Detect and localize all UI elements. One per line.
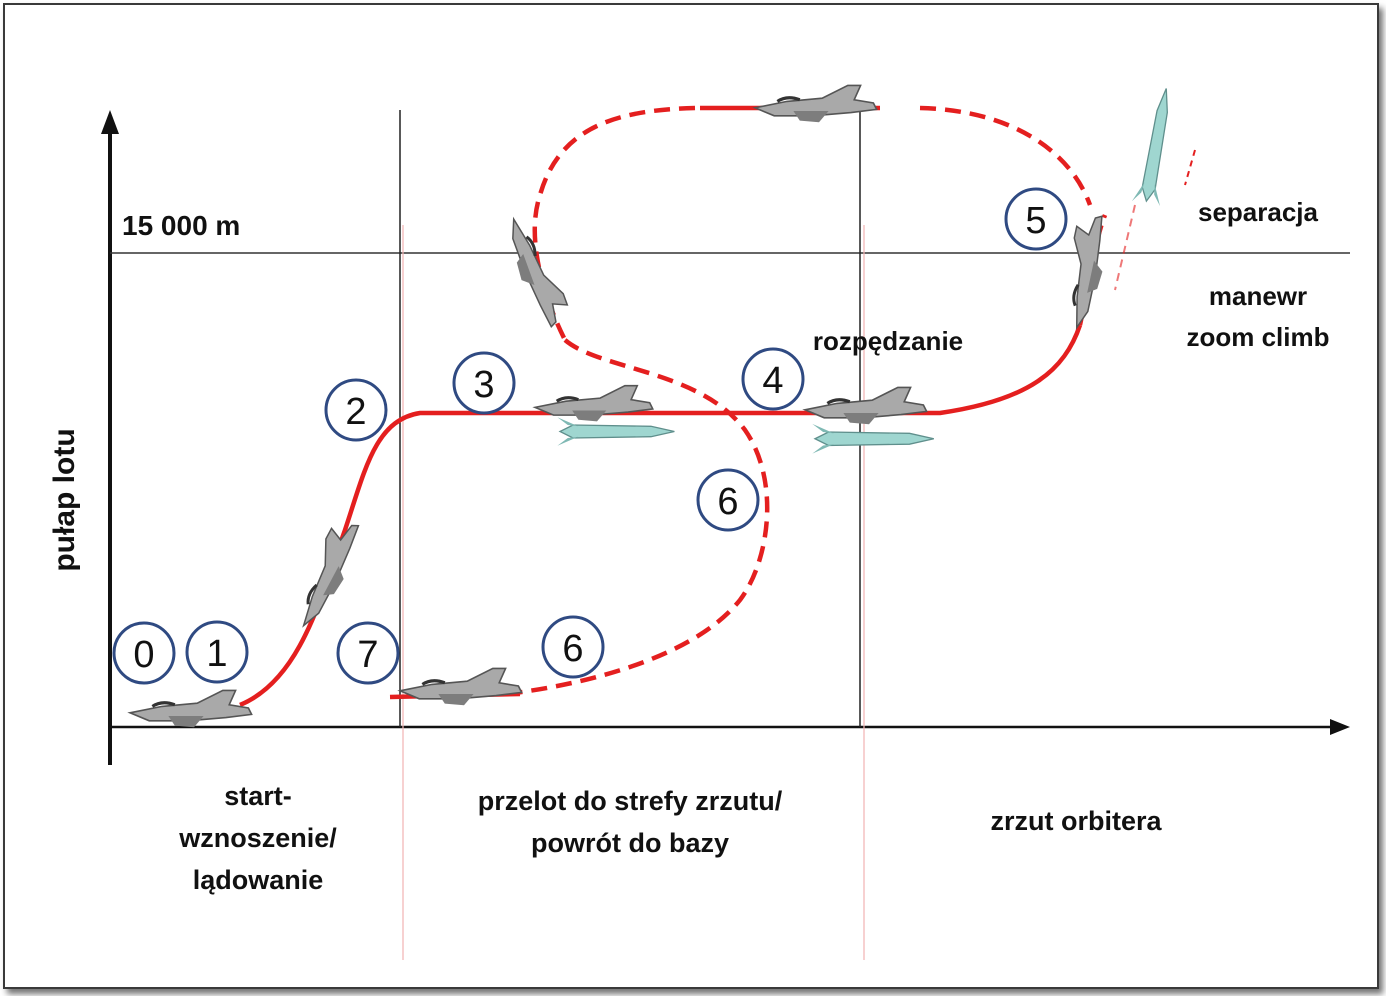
aircraft-icon (128, 688, 254, 729)
y-axis-label: pułap lotu (48, 428, 81, 571)
aircraft-icon (753, 83, 879, 124)
vehicles (128, 83, 1196, 729)
zoom-climb-label-line1: manewr (1209, 281, 1307, 311)
aircraft-icon (283, 513, 371, 634)
path-outbound (239, 324, 1083, 708)
step-label: 6 (717, 481, 738, 523)
step-label: 2 (345, 391, 366, 433)
path-return (514, 338, 770, 696)
step-label: 6 (562, 628, 583, 670)
orbiter-icon (556, 416, 676, 447)
separation-trace (1114, 204, 1136, 291)
step-3: 3 (452, 351, 516, 415)
zoom-climb-label-line2: zoom climb (1186, 322, 1329, 352)
aircraft-icon (803, 385, 929, 426)
step-label: 1 (206, 633, 227, 675)
y-axis-arrow-icon (101, 110, 119, 134)
step-2: 2 (324, 378, 388, 442)
separation-trace (1184, 149, 1196, 186)
path-top-right (919, 105, 1093, 206)
phase1-label-line2: wznoszenie/ (178, 823, 337, 853)
aircraft-icon (533, 384, 655, 423)
axes (101, 110, 1350, 960)
separation-label: separacja (1198, 197, 1319, 227)
step-4: 4 (741, 347, 805, 411)
labels: 15 000 m pułap lotu start- wznoszenie/ l… (48, 197, 1330, 895)
step-0: 0 (112, 621, 176, 685)
step-label: 0 (133, 634, 154, 676)
x-axis-arrow-icon (1330, 719, 1350, 735)
phase1-label-line3: lądowanie (193, 865, 324, 895)
step-5: 5 (1004, 187, 1068, 251)
step-1: 1 (185, 620, 249, 684)
phase2-label-line1: przelot do strefy zrzutu/ (478, 786, 783, 816)
acceleration-label: rozpędzanie (813, 326, 963, 356)
step-label: 7 (357, 634, 378, 676)
step-6-upper: 6 (696, 468, 760, 532)
step-7: 7 (336, 621, 400, 685)
orbiter-icon (1131, 85, 1181, 207)
altitude-label: 15 000 m (122, 210, 240, 241)
orbiter-icon (811, 423, 935, 455)
aircraft-icon (398, 666, 524, 707)
step-label: 5 (1025, 200, 1046, 242)
step-markers: 0 1 2 3 4 5 6 6 (112, 187, 1068, 685)
path-top-left (532, 105, 696, 342)
phase3-label: zrzut orbitera (990, 806, 1162, 836)
step-label: 3 (473, 364, 494, 406)
phase1-label-line1: start- (224, 781, 292, 811)
step-label: 4 (762, 360, 783, 402)
step-6-lower: 6 (541, 615, 605, 679)
phase2-label-line2: powrót do bazy (531, 828, 729, 858)
